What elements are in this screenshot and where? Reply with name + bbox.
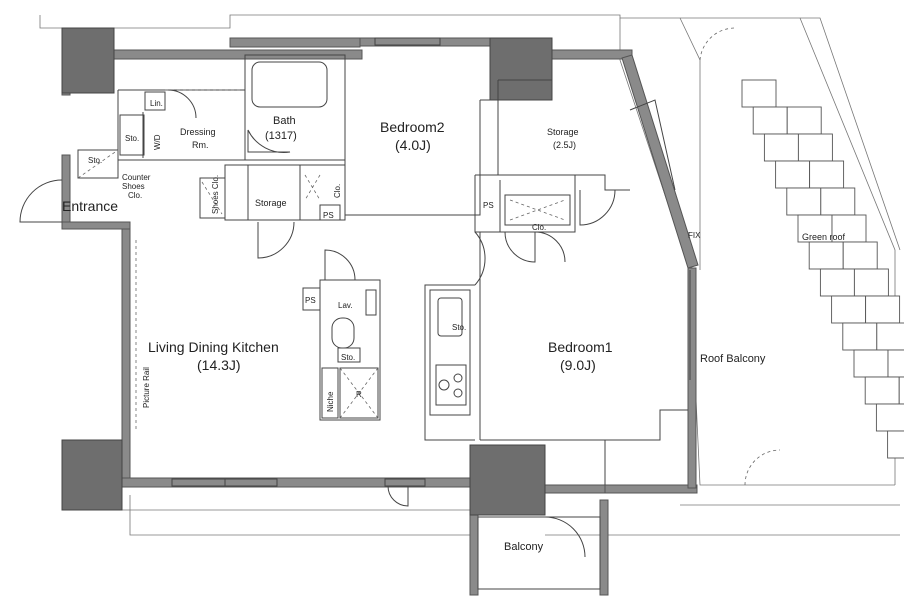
ldk-label: Living Dining Kitchen — [148, 339, 279, 355]
green-roof-tile — [853, 349, 889, 378]
walls — [61, 37, 699, 596]
wc-sto-label: Sto. — [341, 353, 355, 362]
wc-door — [324, 249, 356, 281]
counter-label: Counter — [122, 173, 151, 182]
green-roof-tile — [853, 268, 889, 297]
balcony-door — [544, 516, 586, 558]
hall-ps-label: PS — [323, 211, 334, 220]
pillar-top-left — [61, 27, 115, 94]
green-roof-tile — [741, 79, 777, 108]
sink — [437, 297, 463, 337]
entrance-sto-label: Sto. — [88, 156, 102, 165]
entrance-label: Entrance — [62, 198, 118, 214]
cooktop — [435, 364, 467, 406]
green-roof-tile — [808, 241, 844, 270]
pillar-bottom-left — [61, 439, 123, 511]
pillar-bottom-right — [469, 444, 546, 516]
bedroom1-label: Bedroom1 — [548, 339, 613, 355]
green-roof-tiles — [741, 79, 904, 459]
counter-clo-label: Clo. — [128, 191, 142, 200]
roof-balcony-label: Roof Balcony — [700, 353, 766, 365]
green-roof-tile — [831, 295, 867, 324]
green-roof-tile — [875, 403, 904, 432]
green-roof-tile — [786, 187, 822, 216]
green-roof-tile — [831, 214, 867, 243]
toilet — [331, 317, 355, 349]
storage-25-label: Storage — [547, 127, 579, 137]
kitchen-sto-label: Sto. — [452, 323, 466, 332]
dressing-label: Dressing — [180, 127, 216, 137]
r-label: R — [356, 390, 362, 399]
ldk-size-label: (14.3J) — [197, 357, 241, 373]
kitchen-counter — [429, 289, 471, 416]
green-roof-tile — [775, 160, 811, 189]
dressing-sto-label: Sto. — [125, 134, 139, 143]
green-roof-tile — [898, 376, 904, 405]
green-roof-tile — [864, 376, 900, 405]
bedroom1-size-label: (9.0J) — [560, 357, 596, 373]
lin-label: Lin. — [150, 99, 163, 108]
green-roof-tile — [809, 160, 845, 189]
niche-label: Niche — [326, 391, 335, 412]
outer-outline — [39, 14, 901, 536]
bathtub — [251, 61, 328, 108]
storage-25-size-label: (2.5J) — [553, 140, 576, 150]
green-roof-tile — [820, 187, 856, 216]
bedroom2-label: Bedroom2 — [380, 119, 445, 135]
entrance-door — [19, 179, 63, 223]
hall-storage-label: Storage — [255, 198, 287, 208]
ldk-ps-label: PS — [305, 296, 316, 305]
green-roof-tile — [842, 322, 878, 351]
washer-dryer-space — [119, 114, 145, 156]
green-roof-tile — [763, 133, 799, 162]
green-roof-tile — [876, 322, 904, 351]
green-roof-tile — [786, 106, 822, 135]
picture-rail-label: Picture Rail — [142, 367, 151, 408]
green-roof-tile — [887, 349, 904, 378]
green-roof-tile — [887, 430, 904, 459]
pillar-top-center — [489, 37, 553, 101]
green-roof-tile — [865, 295, 901, 324]
balcony-label: Balcony — [504, 541, 544, 553]
shoes-clo-label: Shoes Clo. — [211, 175, 220, 214]
bedroom2-size-label: (4.0J) — [395, 137, 431, 153]
pillars — [61, 27, 553, 516]
bath-size-label: (1317) — [265, 130, 297, 142]
counter-shoes-label: Shoes — [122, 182, 145, 191]
doors — [19, 27, 781, 558]
green-roof-tile — [752, 106, 788, 135]
green-roof-label: Green roof — [802, 232, 846, 242]
green-roof-tile — [797, 133, 833, 162]
bedroom1-door — [474, 231, 486, 286]
bedroom1-ps-label: PS — [483, 201, 494, 210]
partitions — [77, 37, 691, 590]
dressing-rm-label: Rm. — [192, 140, 209, 150]
fix-label: FIX — [688, 231, 701, 240]
bedroom1-clo-label: Clo. — [532, 223, 546, 232]
hall-clo-label: Clo. — [333, 184, 342, 198]
lav-label: Lav. — [338, 301, 353, 310]
green-roof-tile — [842, 241, 878, 270]
green-roof-tile — [819, 268, 855, 297]
storage-door — [257, 221, 295, 259]
wd-label: W/D — [153, 134, 162, 150]
bath-door — [247, 129, 291, 153]
labels: Entrance Lin. Sto. W/D Sto. Dressing Rm.… — [62, 99, 846, 553]
bath-label: Bath — [273, 115, 296, 127]
